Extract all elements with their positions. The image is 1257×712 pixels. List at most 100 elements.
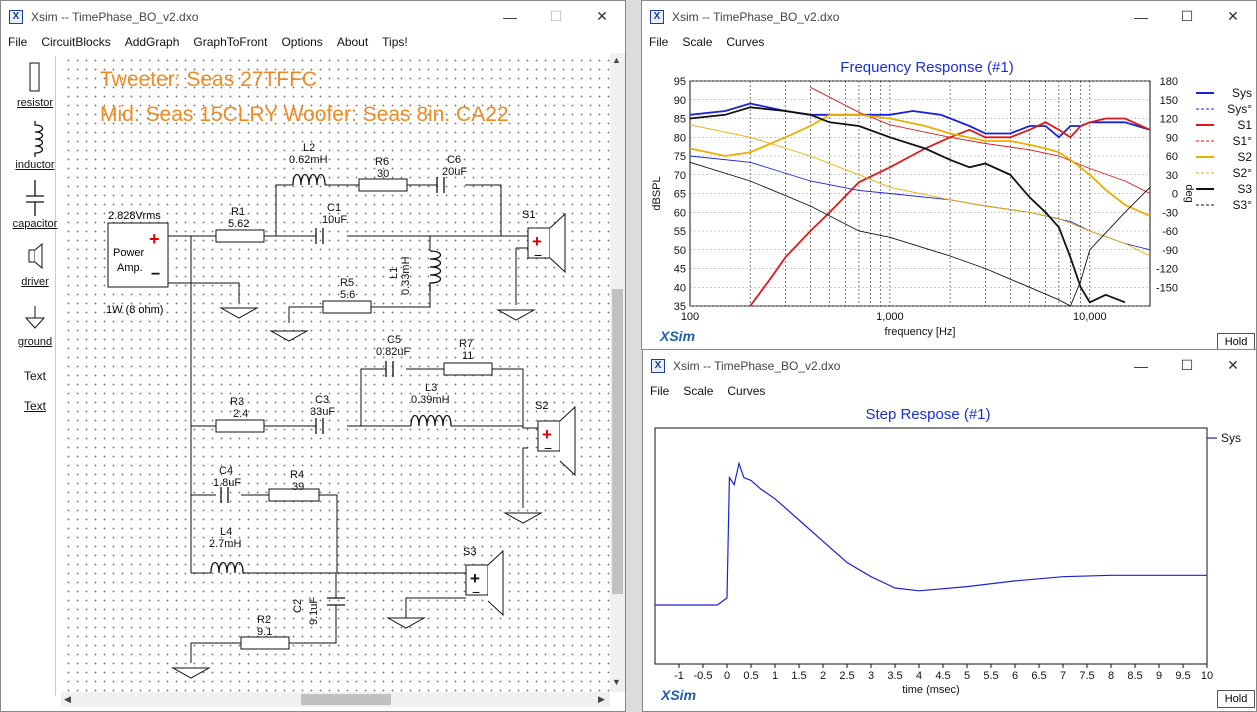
scroll-thumb[interactable] bbox=[612, 289, 623, 594]
ground-symbol[interactable] bbox=[171, 667, 211, 679]
close-button[interactable]: ✕ bbox=[1227, 357, 1239, 373]
capacitor-c3[interactable] bbox=[315, 418, 324, 434]
menu-file[interactable]: File bbox=[650, 384, 670, 398]
menu-circuitblocks[interactable]: CircuitBlocks bbox=[41, 35, 111, 49]
maximize-button[interactable]: ☐ bbox=[549, 8, 563, 24]
menu-bar: File Scale Curves bbox=[643, 381, 1256, 401]
power-amp[interactable] bbox=[107, 222, 169, 288]
legend-label: S2° bbox=[1233, 166, 1253, 180]
menu-file[interactable]: File bbox=[8, 35, 28, 49]
menu-curves[interactable]: Curves bbox=[726, 35, 765, 49]
minimize-button[interactable]: — bbox=[1134, 357, 1148, 374]
ground-symbol[interactable] bbox=[503, 512, 543, 524]
capacitor-c5[interactable] bbox=[385, 361, 394, 377]
minimize-button[interactable]: — bbox=[1134, 8, 1148, 25]
horizontal-scrollbar[interactable]: ◀ ▶ bbox=[61, 692, 610, 707]
scroll-down-arrow-icon[interactable]: ▼ bbox=[612, 677, 621, 687]
title-bar[interactable]: X Xsim -- TimePhase_BO_v2.dxo — ☐ ✕ bbox=[642, 1, 1256, 32]
y2-tick-label: -150 bbox=[1156, 282, 1178, 294]
frequency-chart[interactable]: 9590858075706560555045403518015012090603… bbox=[642, 53, 1256, 349]
driver-s3[interactable]: + − S3 bbox=[463, 546, 504, 617]
driver-label: S2 bbox=[535, 400, 548, 412]
driver-s2[interactable]: + − S2 bbox=[535, 400, 576, 477]
maximize-button[interactable]: ☐ bbox=[1180, 8, 1194, 24]
y-tick-label: 50 bbox=[674, 245, 686, 257]
tool-inductor[interactable]: inductor bbox=[10, 119, 60, 171]
y-tick-label: 80 bbox=[674, 132, 686, 144]
label-l1-name: L1 bbox=[388, 267, 400, 279]
ground-symbol[interactable] bbox=[219, 307, 259, 319]
amp-plus: + bbox=[149, 229, 160, 249]
hold-button[interactable]: Hold bbox=[1217, 333, 1255, 349]
y-tick-label: 40 bbox=[674, 282, 686, 294]
resistor-r6[interactable] bbox=[358, 178, 408, 192]
label-r7-name: R7 bbox=[459, 338, 473, 350]
scroll-thumb[interactable] bbox=[301, 694, 391, 705]
ground-symbol[interactable] bbox=[269, 330, 309, 342]
x-tick-label: 1.5 bbox=[791, 670, 806, 682]
menu-options[interactable]: Options bbox=[281, 35, 323, 49]
menu-curves[interactable]: Curves bbox=[727, 384, 766, 398]
menu-addgraph[interactable]: AddGraph bbox=[124, 35, 180, 49]
label-l4-name: L4 bbox=[220, 526, 232, 538]
ground-symbol[interactable] bbox=[496, 309, 536, 321]
label-l1-value: 0.33mH bbox=[400, 256, 412, 295]
label-c3-value: 33uF bbox=[310, 406, 335, 418]
svg-text:+: + bbox=[542, 425, 552, 444]
label-l2-name: L2 bbox=[303, 142, 315, 154]
scroll-up-arrow-icon[interactable]: ▲ bbox=[612, 55, 621, 65]
maximize-button[interactable]: ☐ bbox=[1180, 357, 1194, 373]
menu-scale[interactable]: Scale bbox=[682, 35, 713, 49]
amp-label-2: Amp. bbox=[117, 262, 143, 274]
menu-file[interactable]: File bbox=[649, 35, 669, 49]
capacitor-c4[interactable] bbox=[220, 487, 229, 503]
inductor-l3[interactable] bbox=[410, 414, 452, 427]
frequency-response-window: X Xsim -- TimePhase_BO_v2.dxo — ☐ ✕ File… bbox=[641, 0, 1257, 350]
resistor-r2[interactable] bbox=[240, 636, 290, 650]
label-c4-name: C4 bbox=[219, 465, 233, 477]
minimize-button[interactable]: — bbox=[503, 8, 517, 25]
menu-tips[interactable]: Tips! bbox=[382, 35, 408, 49]
resistor-r3[interactable] bbox=[215, 419, 265, 433]
close-button[interactable]: ✕ bbox=[1227, 8, 1239, 24]
tool-text-link[interactable]: Text bbox=[23, 399, 46, 413]
resistor-r7[interactable] bbox=[443, 362, 493, 376]
tool-text[interactable]: Text bbox=[23, 369, 46, 383]
ground-symbol[interactable] bbox=[386, 617, 426, 629]
title-bar[interactable]: X Xsim -- TimePhase_BO_v2.dxo — ☐ ✕ bbox=[1, 1, 625, 32]
svg-text:−: − bbox=[534, 247, 542, 263]
menu-scale[interactable]: Scale bbox=[683, 384, 714, 398]
close-button[interactable]: ✕ bbox=[596, 8, 608, 24]
tool-capacitor[interactable]: capacitor bbox=[10, 178, 60, 230]
inductor-l4[interactable] bbox=[210, 561, 245, 574]
label-l3-value: 0.39mH bbox=[411, 394, 450, 406]
inductor-l1[interactable] bbox=[429, 250, 442, 291]
label-c4-value: 1.8uF bbox=[213, 477, 241, 489]
menu-about[interactable]: About bbox=[336, 35, 369, 49]
schematic-canvas[interactable]: Tweeter: Seas 27TFFC Mid: Seas 15CLRY Wo… bbox=[61, 53, 610, 692]
capacitor-c6[interactable] bbox=[436, 177, 445, 193]
tool-label: resistor bbox=[16, 97, 54, 109]
tool-ground[interactable]: ground bbox=[10, 304, 60, 348]
scroll-right-arrow-icon[interactable]: ▶ bbox=[598, 694, 605, 704]
label-r4-value: 39 bbox=[292, 481, 304, 493]
vertical-scrollbar[interactable]: ▲ ▼ bbox=[610, 53, 625, 692]
capacitor-c1[interactable] bbox=[315, 228, 324, 244]
legend-label: Sys° bbox=[1227, 102, 1252, 116]
hold-button[interactable]: Hold bbox=[1217, 690, 1255, 708]
tool-driver[interactable]: driver bbox=[10, 242, 60, 288]
menu-graphtofront[interactable]: GraphToFront bbox=[193, 35, 268, 49]
driver-s1[interactable]: + − S1 bbox=[522, 209, 566, 274]
tool-resistor[interactable]: resistor bbox=[10, 59, 60, 109]
capacitor-c2[interactable] bbox=[327, 597, 345, 606]
x-tick-label: 0 bbox=[724, 670, 730, 682]
inductor-l2[interactable] bbox=[292, 173, 326, 186]
title-bar[interactable]: X Xsim -- TimePhase_BO_v2.dxo — ☐ ✕ bbox=[643, 350, 1256, 381]
scroll-left-arrow-icon[interactable]: ◀ bbox=[64, 694, 71, 704]
resistor-r4[interactable] bbox=[268, 488, 320, 502]
resistor-r1[interactable] bbox=[215, 229, 265, 243]
resistor-r5[interactable] bbox=[322, 300, 372, 314]
label-r3-value: 2.4 bbox=[233, 408, 248, 420]
label-c6-value: 20uF bbox=[442, 166, 467, 178]
